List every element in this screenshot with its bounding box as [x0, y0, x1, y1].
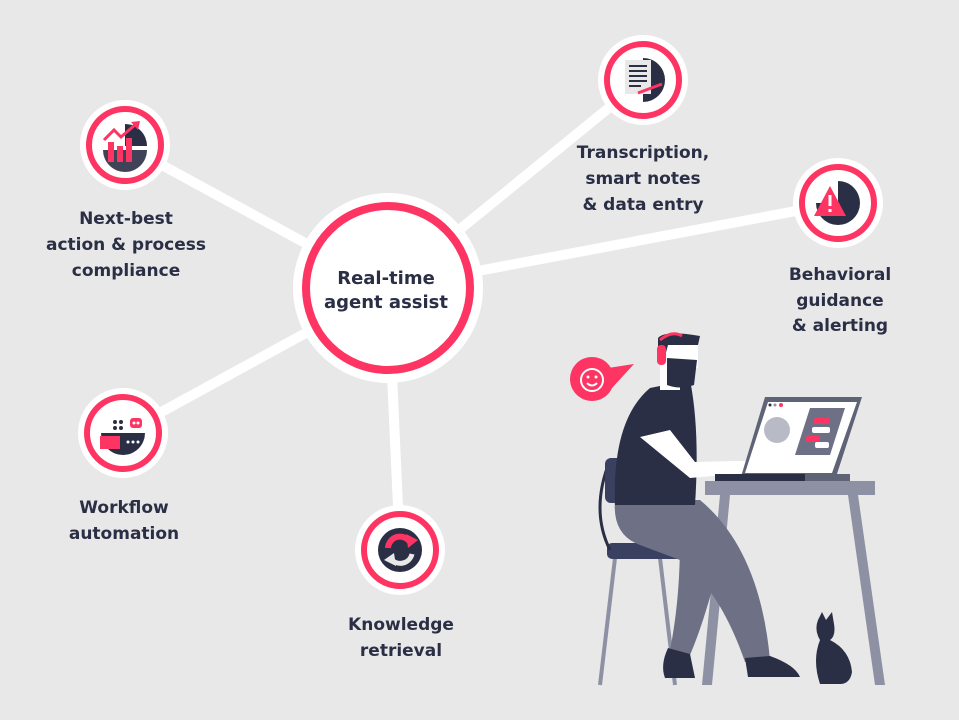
refresh-arrows-icon [378, 528, 422, 572]
center-label-line1: Real-time [337, 268, 435, 289]
shoes [663, 648, 800, 678]
node-transcription-line2: smart notes [585, 169, 700, 189]
node-behavioral-line1: Behavioral [789, 265, 891, 285]
legs [614, 500, 770, 662]
robot-laptop-icon [100, 418, 145, 455]
node-next-best-line2: action & process [46, 235, 206, 255]
warning-triangle-icon [814, 181, 860, 225]
node-transcription: Transcription, smart notes & data entry [577, 35, 709, 215]
node-behavioral-line2: guidance [796, 291, 883, 311]
node-workflow-line2: automation [69, 524, 179, 544]
node-workflow-line1: Workflow [79, 498, 169, 518]
center-label-line2: agent assist [324, 292, 448, 313]
node-behavioral-line3: & alerting [792, 316, 888, 336]
node-behavioral: Behavioral guidance & alerting [789, 158, 891, 336]
node-workflow: Workflow automation [69, 388, 179, 544]
node-transcription-line3: & data entry [582, 195, 703, 215]
node-next-best-line1: Next-best [79, 209, 173, 229]
document-pen-icon [625, 58, 665, 102]
smiley-bubble-icon [570, 357, 634, 401]
node-knowledge-line1: Knowledge [348, 615, 454, 635]
head [657, 332, 700, 390]
cat [816, 612, 852, 684]
chart-trend-icon [102, 121, 147, 172]
center-hub: Real-time agent assist [293, 193, 483, 383]
laptop [715, 397, 862, 481]
node-transcription-line1: Transcription, [577, 143, 709, 163]
node-next-best: Next-best action & process compliance [46, 100, 206, 281]
node-next-best-line3: compliance [72, 261, 180, 281]
node-knowledge: Knowledge retrieval [348, 505, 454, 661]
node-knowledge-line2: retrieval [360, 641, 442, 661]
agent-illustration [570, 332, 885, 686]
